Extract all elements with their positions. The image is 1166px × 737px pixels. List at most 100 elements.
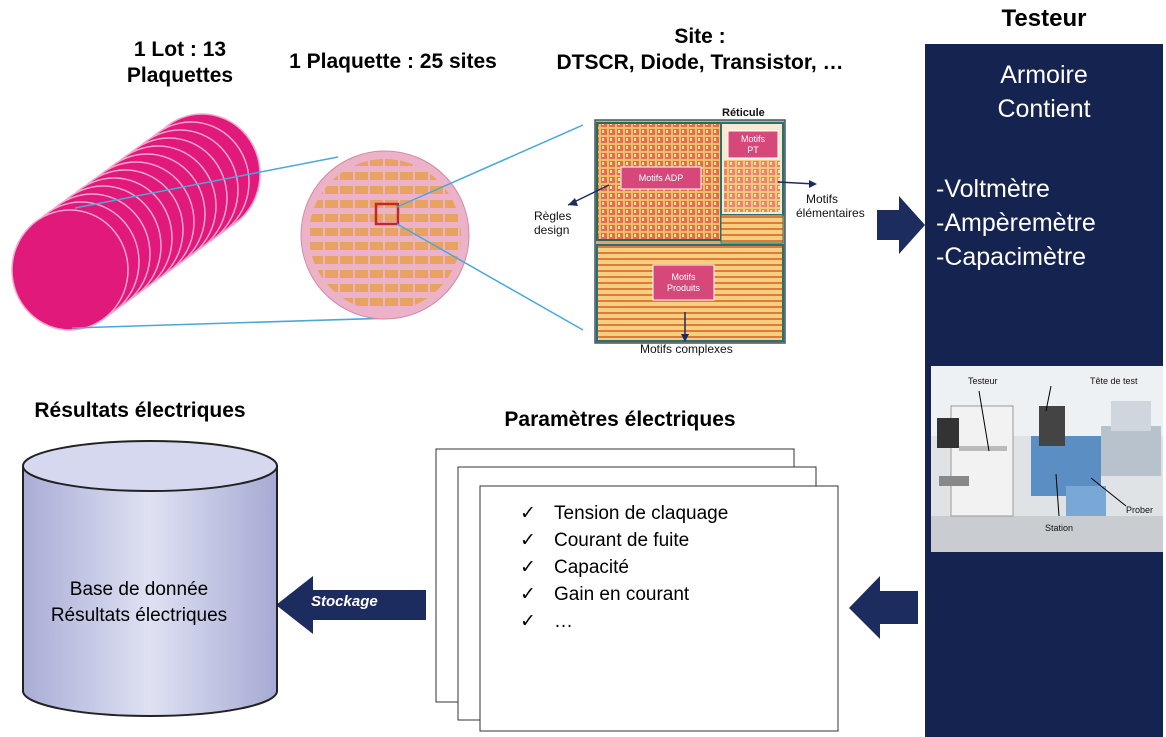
- arrow-from-tester: [849, 576, 918, 639]
- wafer-die: [400, 159, 413, 166]
- wafer-die: [340, 214, 353, 222]
- wafer-die: [460, 298, 461, 306]
- param-item-2: ✓ Courant de fuite: [520, 527, 728, 554]
- site-connector-bottom: [396, 223, 584, 331]
- database-line2: Résultats électriques: [50, 605, 228, 626]
- wafer-die: [325, 200, 338, 208]
- motifs-elem-line1: Motifs: [806, 192, 839, 206]
- wafer-die: [340, 256, 353, 264]
- param-label: Capacité: [554, 557, 629, 578]
- parameter-list: ✓Tension de claquage ✓ Courant de fuite ✓…: [520, 500, 728, 635]
- photo-label-station: Station: [1045, 523, 1074, 533]
- photo-label-prober: Prober: [1126, 505, 1154, 515]
- wafer-die: [385, 298, 398, 306]
- wafer-die: [355, 298, 368, 306]
- wafer-die: [445, 242, 458, 250]
- wafer-die: [340, 242, 353, 250]
- wafer-die: [415, 242, 428, 250]
- wafer-die: [445, 200, 458, 208]
- check-icon: ✓: [520, 584, 536, 605]
- database-cylinder: [22, 440, 278, 717]
- param-label: Courant de fuite: [554, 530, 690, 551]
- wafer-die: [310, 200, 323, 208]
- regles-design-label: Règles design: [534, 209, 571, 237]
- site-title-line1: Site :: [674, 25, 726, 48]
- wafer-die: [310, 242, 323, 250]
- wafer-die: [430, 214, 443, 222]
- wafer-die: [370, 270, 383, 278]
- motifs-pt-line2: PT: [747, 145, 759, 155]
- wafer-die: [400, 256, 413, 264]
- check-icon: ✓: [520, 530, 536, 551]
- wafer-die: [445, 256, 458, 264]
- instrument-list: -Voltmètre -Ampèremètre -Capacimètre: [936, 172, 1096, 274]
- wafer-die: [325, 284, 338, 292]
- wafer-die: [415, 270, 428, 278]
- wafer-die: [475, 200, 488, 208]
- selected-site-marker: [374, 202, 400, 226]
- wafer-die: [400, 242, 413, 250]
- wafer-die: [430, 270, 443, 278]
- reticule-label: Réticule: [722, 107, 765, 119]
- wafer-die: [400, 200, 413, 208]
- wafer-die: [475, 214, 488, 222]
- wafer-die: [355, 256, 368, 264]
- wafer-die: [355, 242, 368, 250]
- wafer-die: [415, 186, 428, 194]
- wafer-die: [400, 298, 413, 306]
- wafer-die: [325, 228, 338, 236]
- wafer-die: [430, 228, 443, 236]
- tester-photo: [931, 366, 1163, 552]
- wafer-die: [370, 159, 383, 166]
- wafer-die: [445, 312, 458, 320]
- wafer-die: [310, 298, 323, 306]
- armoire-line2: Contient: [997, 95, 1091, 123]
- param-item-5: ✓…: [520, 608, 728, 635]
- wafer-die: [475, 242, 488, 250]
- wafer-die: [415, 284, 428, 292]
- wafer-die: [445, 214, 458, 222]
- wafer-die: [460, 186, 461, 194]
- param-label: …: [554, 611, 573, 632]
- wafer-die: [370, 284, 383, 292]
- instrument-amperemetre: -Ampèremètre: [936, 209, 1096, 237]
- wafer-die: [310, 214, 323, 222]
- wafer-die: [385, 270, 398, 278]
- wafer-die: [370, 172, 383, 180]
- wafer-die: [475, 172, 488, 180]
- wafer-die: [430, 284, 443, 292]
- wafer-die: [430, 200, 443, 208]
- wafer-die: [445, 298, 458, 306]
- wafer-die: [355, 186, 368, 194]
- reticle: [594, 119, 786, 344]
- motifs-produits-line2: Produits: [666, 283, 701, 293]
- motifs-elem-line2: élémentaires: [796, 206, 865, 220]
- wafer-die: [355, 214, 368, 222]
- wafer-die: [460, 159, 461, 166]
- wafer-die: [385, 159, 398, 166]
- wafer-die: [325, 312, 338, 320]
- site-connector-top: [396, 124, 584, 208]
- arrow-to-tester: [877, 196, 925, 254]
- wafer-die: [415, 214, 428, 222]
- parameter-cards: [435, 448, 839, 732]
- wafer-die: [385, 172, 398, 180]
- wafer-die: [325, 242, 338, 250]
- wafer-lot-stack: [11, 113, 261, 331]
- wafer-die: [445, 228, 458, 236]
- wafer-die: [415, 256, 428, 264]
- database-label: Base de donnée Résultats électriques: [40, 577, 238, 629]
- motifs-complexes-label: Motifs complexes: [640, 342, 733, 356]
- photo-label-tete-de-test: Tête de test: [1090, 376, 1138, 386]
- wafer-die: [460, 270, 461, 278]
- armoire-line1: Armoire: [1000, 61, 1088, 89]
- wafer-die: [355, 270, 368, 278]
- wafer-die: [430, 312, 443, 320]
- check-icon: ✓: [520, 611, 536, 632]
- stockage-arrow: [276, 576, 426, 634]
- param-item-1: ✓Tension de claquage: [520, 500, 728, 527]
- wafer-die: [400, 172, 413, 180]
- wafer-die: [340, 270, 353, 278]
- database-line1: Base de donnée: [69, 579, 209, 600]
